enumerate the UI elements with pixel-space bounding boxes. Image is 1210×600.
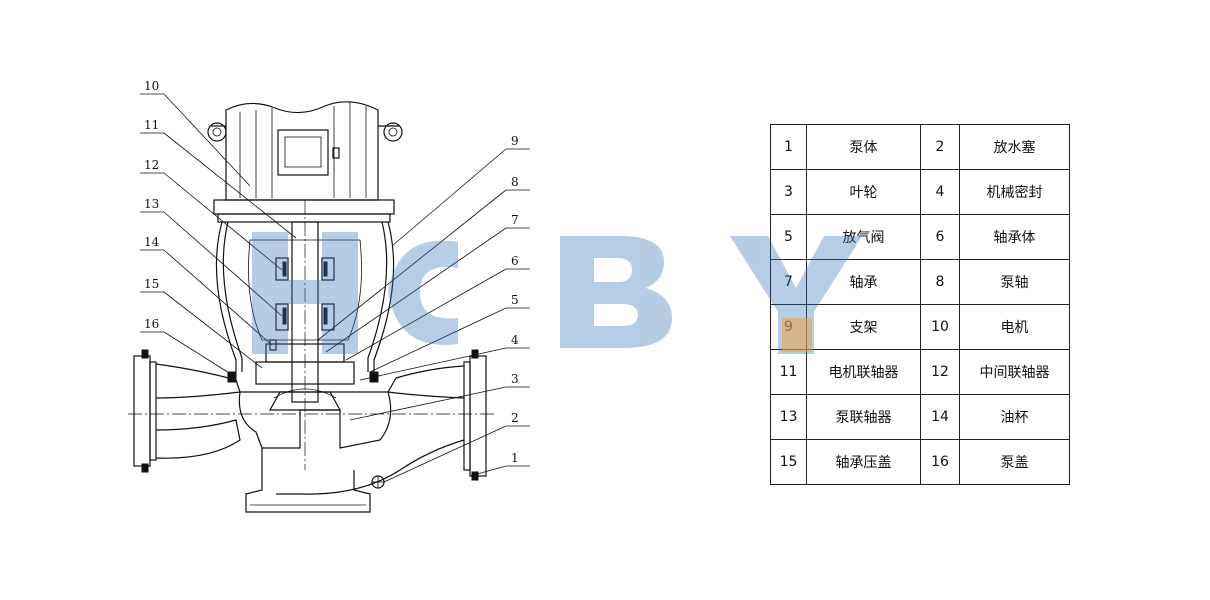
part-name: 油杯 xyxy=(959,394,1070,440)
part-number: 4 xyxy=(920,169,960,215)
part-number: 7 xyxy=(770,259,807,305)
part-name: 轴承压盖 xyxy=(806,439,921,485)
callout-15: 15 xyxy=(144,277,159,291)
part-number: 15 xyxy=(770,439,807,485)
part-number: 8 xyxy=(920,259,960,305)
callout-9: 9 xyxy=(511,134,519,148)
table-row: 1 泵体 2 放水塞 xyxy=(770,124,1070,170)
part-name: 中间联轴器 xyxy=(959,349,1070,395)
callout-7: 7 xyxy=(511,213,519,227)
part-number: 9 xyxy=(770,304,807,350)
table-row: 15 轴承压盖 16 泵盖 xyxy=(770,439,1070,485)
callout-labels: 10 11 12 13 14 15 16 9 8 7 6 5 4 3 2 1 xyxy=(144,79,519,465)
table-row: 7 轴承 8 泵轴 xyxy=(770,259,1070,305)
callout-6: 6 xyxy=(511,254,519,268)
bracket xyxy=(215,221,395,372)
part-number: 11 xyxy=(770,349,807,395)
part-name: 泵轴 xyxy=(959,259,1070,305)
parts-table: 1 泵体 2 放水塞 3 叶轮 4 机械密封 5 放气阀 6 轴承体 7 轴承 … xyxy=(770,124,1070,485)
shaft-and-couplings xyxy=(255,200,355,470)
table-row: 9 支架 10 电机 xyxy=(770,304,1070,350)
table-row: 3 叶轮 4 机械密封 xyxy=(770,169,1070,215)
part-name: 机械密封 xyxy=(959,169,1070,215)
callout-10: 10 xyxy=(144,79,159,93)
leader-lines xyxy=(140,93,530,483)
table-row: 13 泵联轴器 14 油杯 xyxy=(770,394,1070,440)
callout-5: 5 xyxy=(511,293,519,307)
part-name: 泵体 xyxy=(806,124,921,170)
pump-cross-section-diagram: 10 11 12 13 14 15 16 9 8 7 6 5 4 3 2 1 xyxy=(128,79,530,513)
part-name: 轴承体 xyxy=(959,214,1070,260)
pump-casing xyxy=(128,349,494,513)
part-name: 泵联轴器 xyxy=(806,394,921,440)
callout-11: 11 xyxy=(144,118,159,132)
callout-12: 12 xyxy=(144,158,159,172)
part-name: 电机联轴器 xyxy=(806,349,921,395)
part-name: 轴承 xyxy=(806,259,921,305)
motor xyxy=(207,101,403,223)
part-number: 6 xyxy=(920,214,960,260)
part-name: 放水塞 xyxy=(959,124,1070,170)
callout-13: 13 xyxy=(144,197,159,211)
callout-2: 2 xyxy=(511,411,519,425)
callout-8: 8 xyxy=(511,175,519,189)
part-number: 5 xyxy=(770,214,807,260)
part-number: 14 xyxy=(920,394,960,440)
callout-1: 1 xyxy=(511,451,519,465)
part-number: 10 xyxy=(920,304,960,350)
part-number: 13 xyxy=(770,394,807,440)
callout-16: 16 xyxy=(144,317,159,331)
callout-4: 4 xyxy=(511,333,519,347)
callout-3: 3 xyxy=(511,372,519,386)
part-name: 叶轮 xyxy=(806,169,921,215)
part-number: 1 xyxy=(770,124,807,170)
table-row: 11 电机联轴器 12 中间联轴器 xyxy=(770,349,1070,395)
part-number: 12 xyxy=(920,349,960,395)
part-number: 3 xyxy=(770,169,807,215)
table-row: 5 放气阀 6 轴承体 xyxy=(770,214,1070,260)
part-name: 泵盖 xyxy=(959,439,1070,485)
part-name: 支架 xyxy=(806,304,921,350)
part-number: 2 xyxy=(920,124,960,170)
part-name: 电机 xyxy=(959,304,1070,350)
callout-14: 14 xyxy=(144,235,160,249)
part-number: 16 xyxy=(920,439,960,485)
part-name: 放气阀 xyxy=(806,214,921,260)
